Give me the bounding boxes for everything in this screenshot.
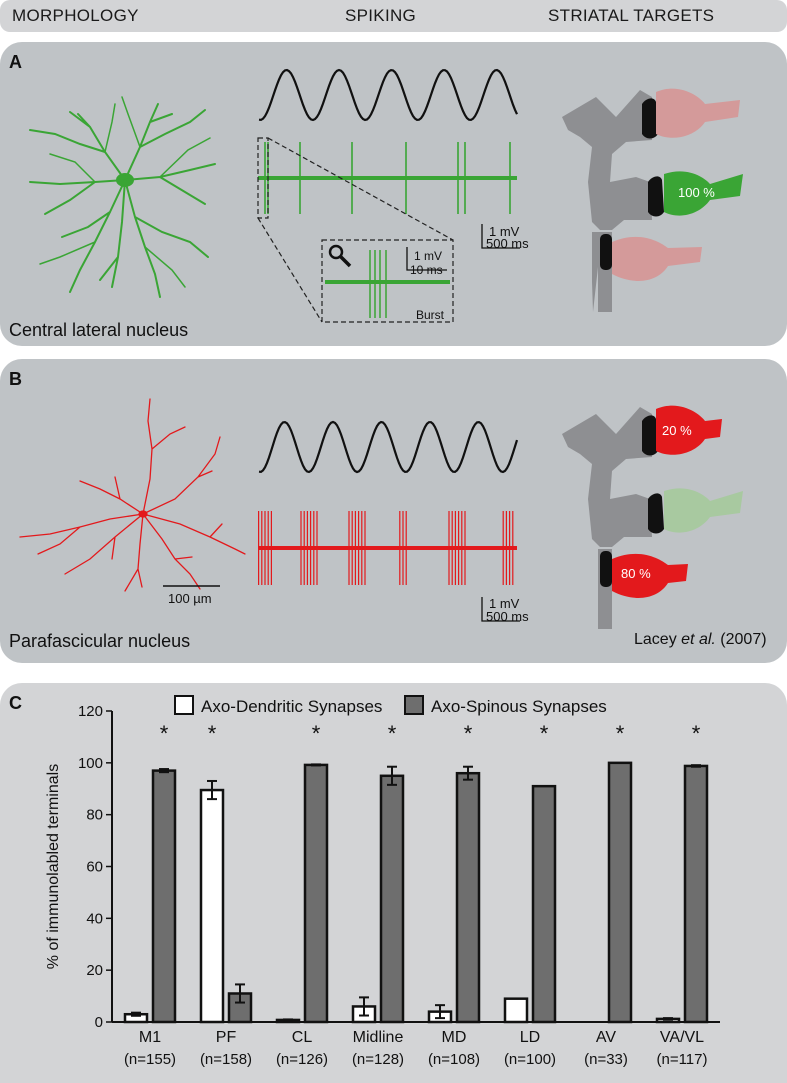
bar-axo-spinous-ld: [531, 784, 557, 1024]
y-tick-label: 120: [78, 703, 103, 720]
pf-scalebar-label: 100 µm: [168, 591, 212, 606]
x-category-n: (n=158): [200, 1051, 252, 1068]
inset-burst-label: Burst: [416, 308, 445, 322]
panel-b-scalebar: [481, 597, 520, 622]
panel-b-scale-ms: 500 ms: [486, 609, 529, 624]
x-category-n: (n=155): [124, 1051, 176, 1068]
bar-axo-spinous-va-vl: [683, 764, 709, 1024]
significance-marker: *: [208, 721, 217, 746]
header-striatal-targets: STRIATAL TARGETS: [548, 6, 715, 25]
cl-oscillation-trace: [258, 68, 519, 122]
y-tick-label: 40: [86, 910, 103, 927]
panel-b-scale-mv: 1 mV: [489, 596, 520, 611]
lacey-reference: Lacey et al. (2007): [634, 631, 767, 648]
bar-axo-dendritic-ld: [503, 997, 529, 1024]
pf-spike-train: [258, 511, 517, 585]
panel-c: C 0 20 40 60 80 100 120 % of immunolabled termi…: [0, 683, 787, 1083]
legend-swatch-axo-dendritic: [174, 695, 194, 715]
panel-b-graphics: 100 µm 1 mV 500 ms 20 % 80 %: [19, 398, 743, 629]
significance-marker: *: [464, 721, 473, 746]
panel-a-scale-mv: 1 mV: [489, 224, 520, 239]
x-category-label: MD: [442, 1029, 467, 1046]
bar-axo-dendritic-pf: [199, 788, 225, 1024]
significance-marker: *: [160, 721, 169, 746]
x-category-label: VA/VL: [660, 1029, 704, 1046]
significance-marker: *: [540, 721, 549, 746]
x-category-label: LD: [520, 1029, 540, 1046]
cl-neuron-morphology: [29, 96, 216, 298]
legend-swatch-axo-spinous: [404, 695, 424, 715]
x-category-label: AV: [596, 1029, 616, 1046]
pf-neuron-morphology: [19, 398, 246, 592]
panel-a-scalebar: [481, 224, 520, 249]
x-category-label: Midline: [353, 1029, 404, 1046]
y-tick-label: 100: [78, 755, 103, 772]
bar-axo-spinous-md: [455, 771, 481, 1024]
panel-a-label: A: [9, 52, 22, 72]
x-category-n: (n=126): [276, 1051, 328, 1068]
x-category-n: (n=100): [504, 1051, 556, 1068]
pf-oscillation-trace: [258, 420, 519, 474]
inset-scale-mv: 1 mV: [414, 249, 442, 263]
header-spiking: SPIKING: [345, 6, 417, 25]
bar-axo-spinous-m1: [151, 769, 177, 1024]
bar-axo-spinous-midline: [379, 774, 405, 1024]
significance-marker: *: [616, 721, 625, 746]
x-category-n: (n=128): [352, 1051, 404, 1068]
panel-b-caption: Parafascicular nucleus: [9, 631, 191, 651]
terminal-bar-chart: 0 20 40 60 80 100 120 % of immunolabled termina…: [45, 695, 720, 1068]
y-tick-label: 0: [95, 1014, 103, 1031]
cl-target-percent: 100 %: [678, 185, 715, 200]
panel-a-scale-ms: 500 ms: [486, 236, 529, 251]
bar-axo-spinous-av: [607, 761, 633, 1024]
pf-target-top-percent: 20 %: [662, 423, 692, 438]
y-tick-label: 20: [86, 962, 103, 979]
x-category-label: CL: [292, 1029, 313, 1046]
bar-axo-spinous-cl: [303, 763, 329, 1024]
panel-a-caption: Central lateral nucleus: [9, 320, 189, 340]
cl-striatal-target-diagram: [562, 88, 743, 312]
header-morphology: MORPHOLOGY: [12, 6, 139, 25]
x-category-n: (n=108): [428, 1051, 480, 1068]
x-category-label: PF: [216, 1029, 237, 1046]
x-category-n: (n=117): [656, 1051, 707, 1068]
panel-b: B Parafascicular nucleus Lacey et al. (2…: [0, 359, 787, 663]
burst-inset-trace: [325, 250, 450, 318]
cl-spike-train: [258, 142, 517, 214]
panel-b-label: B: [9, 369, 22, 389]
inset-scalebar: [406, 247, 447, 271]
magnifier-icon: [328, 244, 352, 268]
y-tick-label: 60: [86, 859, 103, 876]
burst-zoom-indicator: [257, 137, 454, 323]
legend-label: Axo-Dendritic Synapses: [201, 697, 382, 716]
pf-target-bottom-percent: 80 %: [621, 566, 651, 581]
panel-a: A Central lateral nucleus: [0, 42, 787, 346]
y-tick-label: 80: [86, 807, 103, 824]
panel-c-label: C: [9, 693, 22, 713]
pf-striatal-target-diagram: [562, 405, 743, 629]
significance-marker: *: [692, 721, 701, 746]
header-bar: MORPHOLOGY SPIKING STRIATAL TARGETS: [0, 0, 787, 32]
y-axis-label: % of immunolabled terminals: [45, 764, 62, 969]
panel-a-graphics: 1 mV 10 ms Burst 1 mV 500 ms 100 %: [29, 68, 743, 323]
inset-scale-ms: 10 ms: [410, 263, 443, 277]
x-category-label: M1: [139, 1029, 161, 1046]
significance-marker: *: [388, 721, 397, 746]
legend-label: Axo-Spinous Synapses: [431, 697, 607, 716]
significance-marker: *: [312, 721, 321, 746]
x-category-n: (n=33): [584, 1051, 628, 1068]
